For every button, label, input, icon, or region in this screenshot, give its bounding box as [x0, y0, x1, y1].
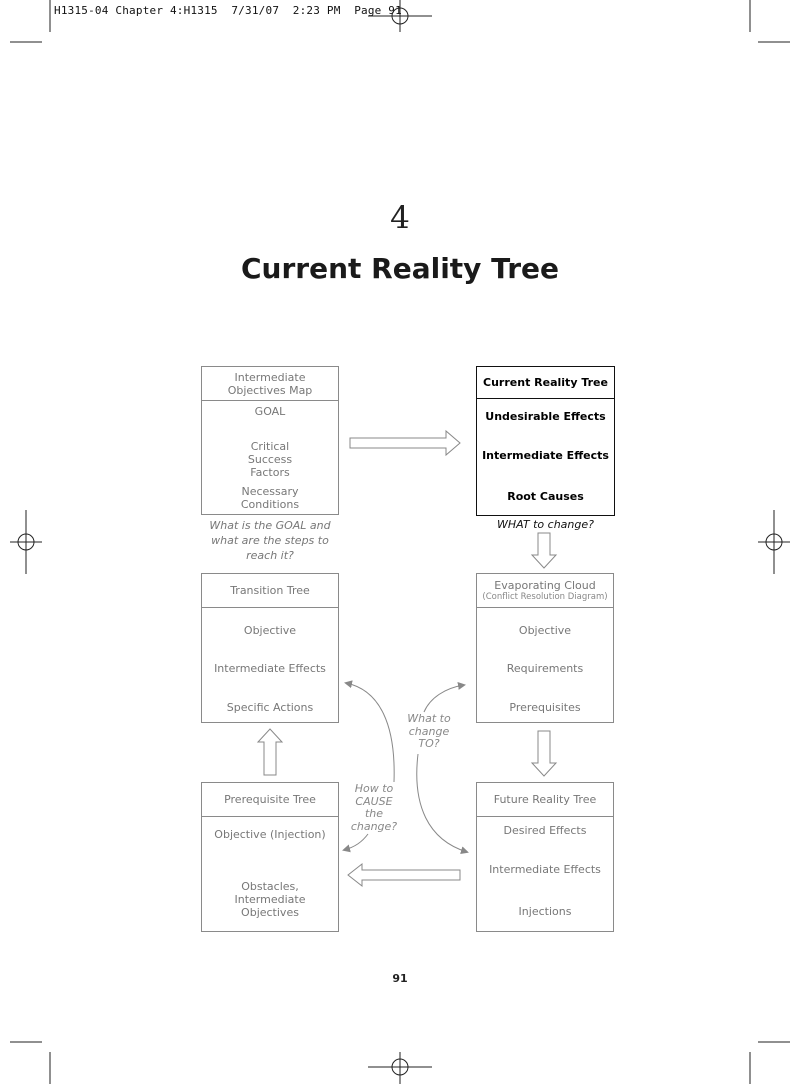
box-title: Current Reality Tree	[477, 367, 614, 399]
diagram-node-label: Requirements	[506, 662, 584, 675]
chapter-title: Current Reality Tree	[241, 252, 559, 285]
diagram-node-label: Undesirable Effects	[485, 410, 606, 423]
diagram-node-label: Root Causes	[507, 490, 584, 503]
printer-slug-line: H1315-04 Chapter 4:H1315 7/31/07 2:23 PM…	[54, 4, 402, 17]
current-reality-tree-box: Current Reality Tree Undesirable Effects…	[476, 366, 615, 516]
hollow-arrow-right	[349, 429, 461, 457]
box-title: Intermediate Objectives Map	[202, 367, 338, 401]
diagram-node-label: Objective	[518, 624, 572, 637]
curve-to-future-reality-tree	[416, 753, 469, 855]
diagram-node-label: Intermediate Effects	[482, 449, 609, 462]
box-title: Evaporating Cloud (Conflict Resolution D…	[477, 574, 613, 608]
diagram-node-label: Objective	[243, 624, 297, 637]
box-title-text: Evaporating Cloud	[494, 578, 596, 592]
box-title: Future Reality Tree	[477, 783, 613, 817]
curve-to-prerequisite-tree	[342, 833, 369, 853]
page-number: 91	[392, 972, 408, 985]
box-subtitle: (Conflict Resolution Diagram)	[482, 591, 608, 602]
transition-tree-box: Transition Tree Objective Intermediate E…	[201, 573, 339, 723]
box-title: Transition Tree	[202, 574, 338, 608]
box-title: Prerequisite Tree	[202, 783, 338, 817]
diagram-node-label: Specific Actions	[226, 701, 314, 714]
curve-to-transition-tree	[344, 680, 395, 783]
diagram-node-label: Prerequisites	[509, 701, 581, 714]
prerequisite-tree-box: Prerequisite Tree Objective (Injection) …	[201, 782, 339, 932]
crt-caption: WHAT to change?	[497, 518, 594, 531]
diagram-node-label: Intermediate Effects	[214, 662, 326, 675]
diagram-node-label: Intermediate Effects	[489, 863, 601, 876]
diagram-node-label: Necessary Conditions	[240, 485, 300, 511]
diagram-node-label: Obstacles, Intermediate Objectives	[234, 880, 306, 919]
curve-to-evaporating-cloud	[423, 681, 466, 713]
diagram-node-label: GOAL	[254, 405, 286, 418]
diagram-node-label: Desired Effects	[503, 824, 587, 837]
iom-caption: What is the GOAL and what are the steps …	[209, 519, 331, 562]
diagram-node-label: Injections	[518, 905, 572, 918]
hollow-arrow-down-2	[530, 730, 558, 777]
intermediate-objectives-map-box: Intermediate Objectives Map GOAL Critica…	[201, 366, 339, 515]
diagram-node-label: Objective (Injection)	[214, 828, 326, 841]
future-reality-tree-box: Future Reality Tree Desired Effects Inte…	[476, 782, 614, 932]
how-to-cause-note: How to CAUSE the change?	[350, 782, 398, 833]
hollow-arrow-left	[347, 862, 461, 888]
evaporating-cloud-box: Evaporating Cloud (Conflict Resolution D…	[476, 573, 614, 723]
hollow-arrow-down-1	[530, 532, 558, 569]
what-to-change-to-note: What to change TO?	[407, 712, 451, 750]
chapter-number: 4	[390, 200, 410, 236]
hollow-arrow-up	[256, 728, 284, 776]
diagram-node-label: Critical Success Factors	[247, 440, 293, 479]
